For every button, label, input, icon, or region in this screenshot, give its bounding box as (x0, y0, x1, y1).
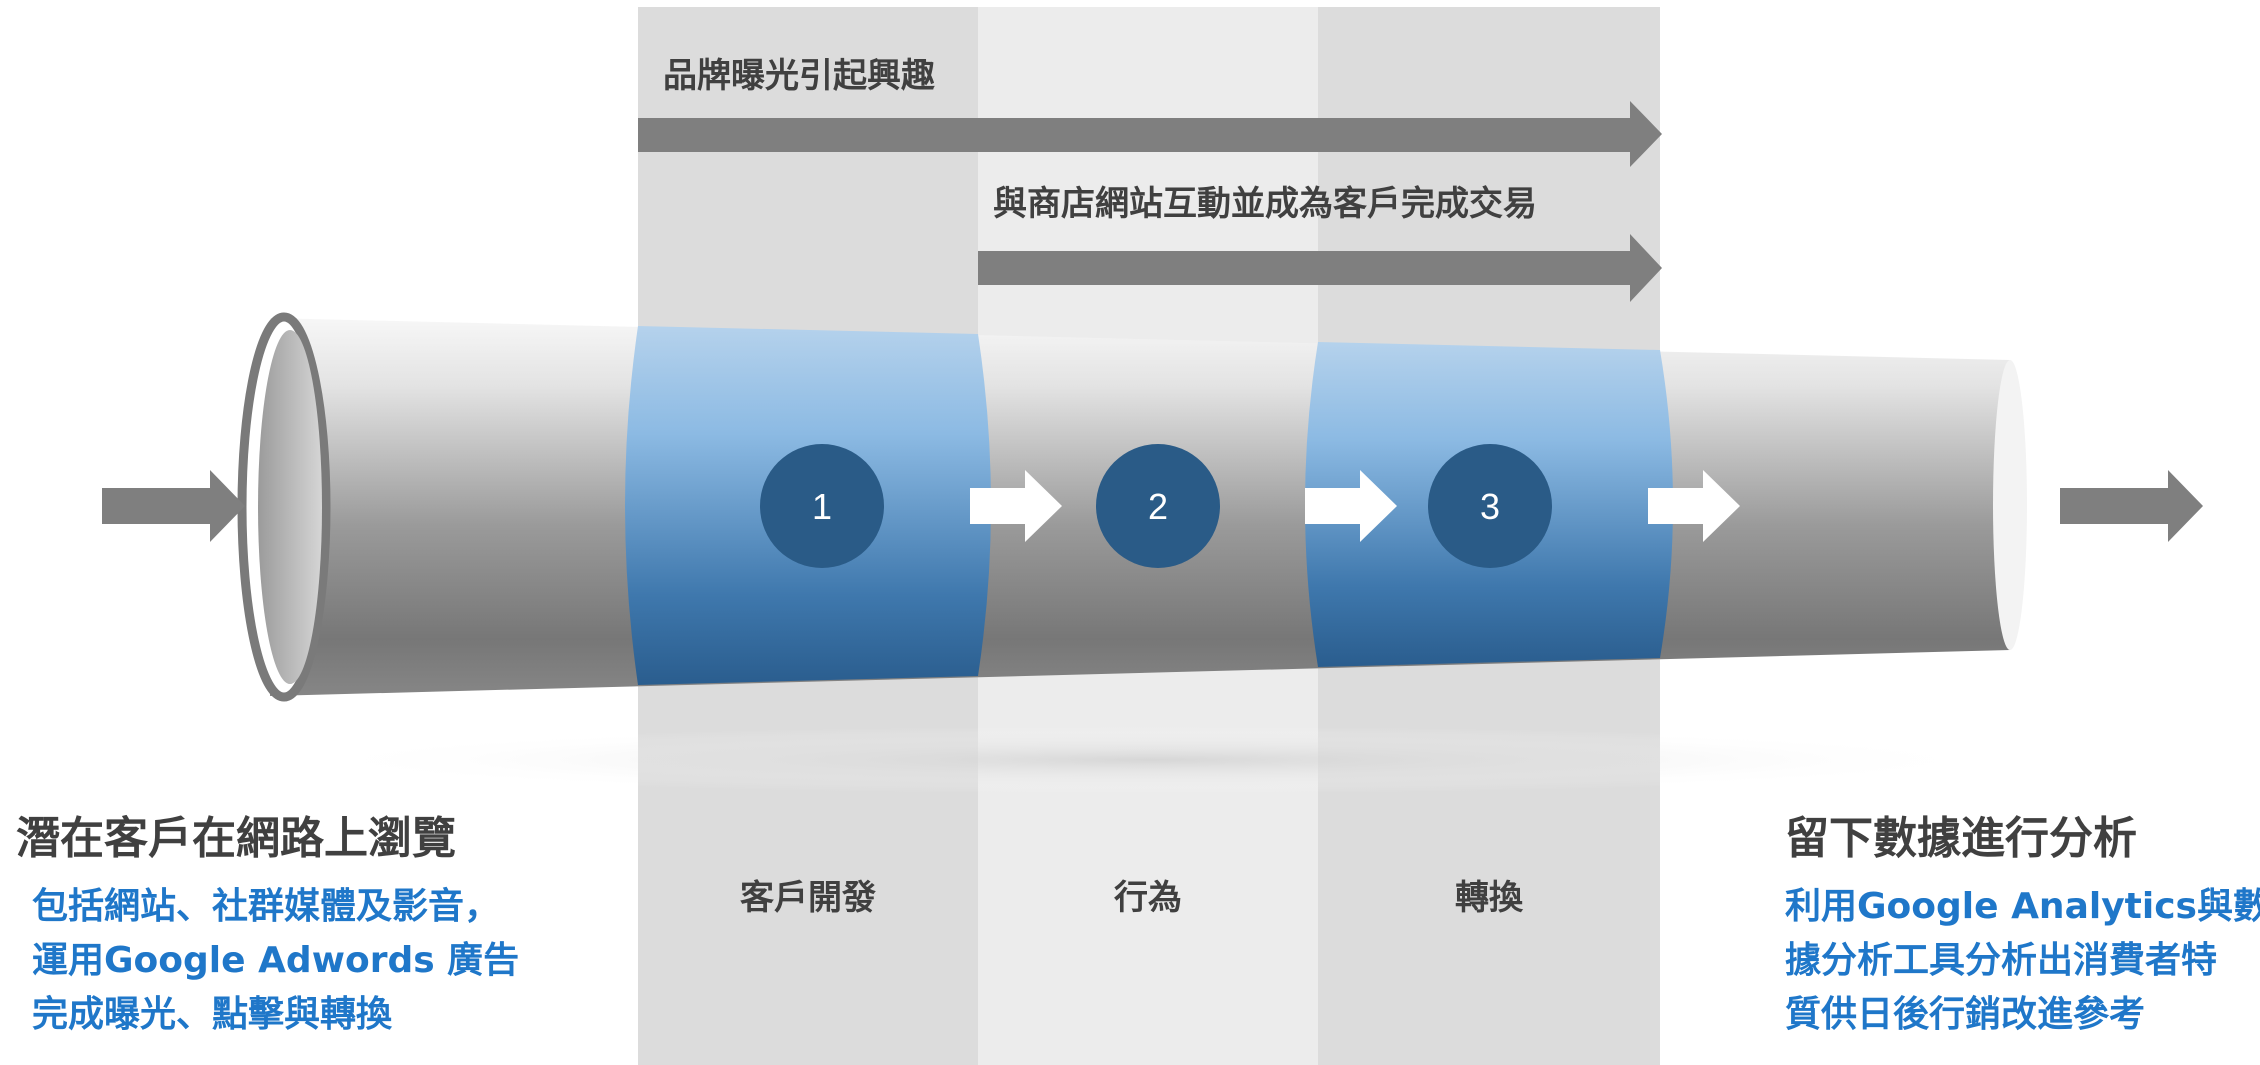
stage-2-label: 行為 (1114, 878, 1182, 918)
left-description: 包括網站、社群媒體及影音， 運用Google Adwords 廣告 完成曝光、點… (32, 880, 519, 1042)
top-arrow-2-label: 與商店網站互動並成為客戶完成交易 (993, 184, 1537, 224)
stage-1-circle: 1 (760, 444, 884, 568)
pipe-left-opening (258, 330, 322, 684)
right-line-1: 利用Google Analytics與數 (1785, 886, 2260, 927)
stage-3-label: 轉換 (1455, 878, 1523, 918)
output-arrow (2060, 470, 2203, 542)
stage-3-number: 3 (1480, 486, 1500, 527)
left-line-1: 包括網站、社群媒體及影音， (32, 886, 501, 927)
left-line-2: 運用Google Adwords 廣告 (32, 940, 520, 981)
left-line-3: 完成曝光、點擊與轉換 (32, 994, 393, 1035)
top-arrow-1 (638, 101, 1662, 167)
pipe-right-cap (1993, 360, 2027, 650)
stage-2-circle: 2 (1096, 444, 1220, 568)
right-line-3: 質供日後行銷改進參考 (1785, 994, 2146, 1035)
pipe-shadow (290, 726, 2010, 794)
stage-1-label: 客戶開發 (740, 878, 876, 918)
stage-2-number: 2 (1148, 486, 1168, 527)
top-arrow-1-label: 品牌曝光引起興趣 (663, 56, 935, 96)
right-line-2: 據分析工具分析出消費者特 (1785, 940, 2218, 981)
input-arrow (102, 470, 245, 542)
right-description: 利用Google Analytics與數 據分析工具分析出消費者特 質供日後行銷… (1785, 880, 2260, 1042)
left-title: 潛在客戶在網路上瀏覽 (16, 813, 456, 864)
stage-3-circle: 3 (1428, 444, 1552, 568)
flow-arrow-1 (970, 470, 1062, 542)
right-title: 留下數據進行分析 (1785, 813, 2137, 864)
flow-arrow-2 (1305, 470, 1397, 542)
top-arrow-2 (978, 234, 1662, 302)
flow-arrow-3 (1648, 470, 1740, 542)
stage-1-number: 1 (812, 486, 832, 527)
